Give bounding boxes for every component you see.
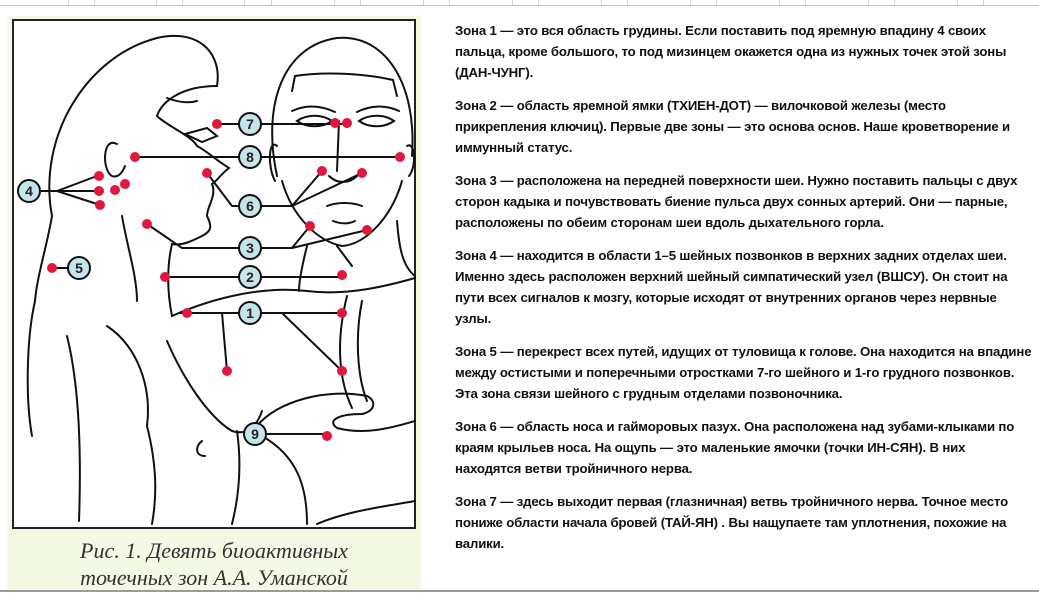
grid-tick (68, 0, 69, 5)
grid-tick (805, 0, 806, 5)
grid-tick (983, 0, 984, 5)
zone-label-8: 8 (246, 149, 254, 165)
figure-caption-line-1: Рис. 1. Девять биоактивных (80, 538, 348, 563)
grid-tick (779, 0, 780, 5)
grid-tick (538, 0, 539, 5)
zone-label-2: 2 (246, 269, 254, 285)
spreadsheet-grid-row (0, 0, 1039, 6)
zone-label-7: 7 (246, 116, 254, 132)
grid-tick (334, 0, 335, 5)
grid-tick (716, 0, 717, 5)
grid-tick (601, 0, 602, 5)
zone-label-5: 5 (75, 260, 83, 276)
grid-tick (156, 0, 157, 5)
grid-tick (271, 0, 272, 5)
grid-tick (627, 0, 628, 5)
zone-label-3: 3 (246, 240, 254, 256)
zone-7-description: Зона 7 — здесь выходит первая (глазнична… (455, 494, 1008, 551)
figure-caption-line-2: точечных зон А.А. Уманской (80, 565, 348, 590)
grid-tick (423, 0, 424, 5)
grid-tick (360, 0, 361, 5)
zone-6-description: Зона 6 — область носа и гайморовых пазух… (455, 419, 1015, 476)
grid-tick (690, 0, 691, 5)
bottom-border (0, 590, 1039, 592)
zone-label-6: 6 (246, 198, 254, 214)
grid-tick (512, 0, 513, 5)
grid-tick (182, 0, 183, 5)
zone-label-4: 4 (25, 183, 33, 199)
grid-tick (957, 0, 958, 5)
zone-descriptions: Зона 1 — это вся область грудины. Если п… (455, 20, 1035, 566)
grid-tick (894, 0, 895, 5)
zone-label-1: 1 (246, 305, 254, 321)
anatomy-illustration: 1 2 3 4 5 6 7 8 9 (12, 19, 416, 529)
grid-tick (449, 0, 450, 5)
zone-4-description: Зона 4 — находится в области 1–5 шейных … (455, 248, 1008, 326)
grid-tick (94, 0, 95, 5)
zone-3-description: Зона 3 — расположена на передней поверхн… (455, 173, 1018, 230)
grid-tick (244, 0, 245, 5)
zone-5-description: Зона 5 — перекрест всех путей, идущих от… (455, 344, 1032, 401)
zone-2-description: Зона 2 — область яремной ямки (ТХИЕН-ДОТ… (455, 98, 1011, 155)
grid-tick (868, 0, 869, 5)
zone-label-9: 9 (251, 426, 259, 442)
zone-1-description: Зона 1 — это вся область грудины. Если п… (455, 23, 1007, 80)
acupoint-figure: 1 2 3 4 5 6 7 8 9 Рис. 1. Девять биоакти… (7, 16, 421, 590)
